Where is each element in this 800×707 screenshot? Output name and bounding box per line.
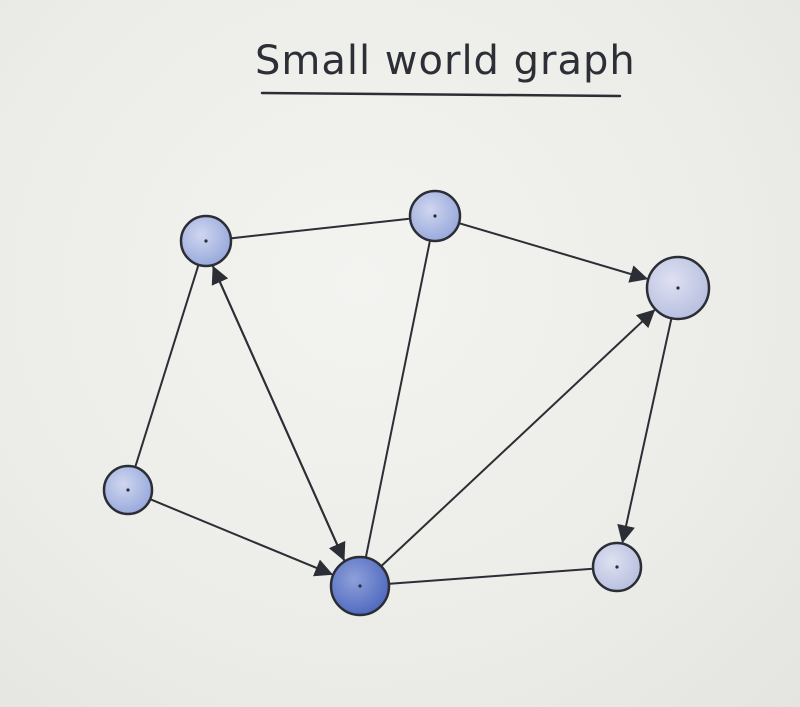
nodes-layer	[102, 189, 711, 617]
edge-n5-n2	[365, 241, 431, 558]
node-n1	[179, 214, 233, 268]
node-center-dot	[676, 286, 680, 290]
edges-layer	[134, 217, 673, 585]
diagram-title: Small world graph	[255, 38, 636, 84]
edge-n3-n6	[617, 318, 673, 544]
edge-n4-n5	[150, 498, 334, 577]
title-underline	[260, 91, 622, 98]
node-center-dot	[204, 239, 208, 243]
edge-n5-n6	[388, 567, 593, 585]
node-n5	[329, 555, 391, 617]
node-center-dot	[126, 488, 130, 492]
edge-n1-n2	[230, 217, 410, 240]
edge-n2-n3	[458, 222, 649, 283]
node-center-dot	[615, 565, 619, 569]
node-n3	[645, 255, 711, 321]
node-n4	[102, 464, 154, 516]
node-n2	[408, 189, 462, 243]
edge-n1-n5	[211, 265, 346, 561]
edge-n1-n4	[134, 264, 200, 467]
node-n6	[591, 541, 643, 593]
edge-n5-n3	[380, 309, 656, 567]
node-center-dot	[358, 584, 362, 588]
node-center-dot	[433, 214, 437, 218]
